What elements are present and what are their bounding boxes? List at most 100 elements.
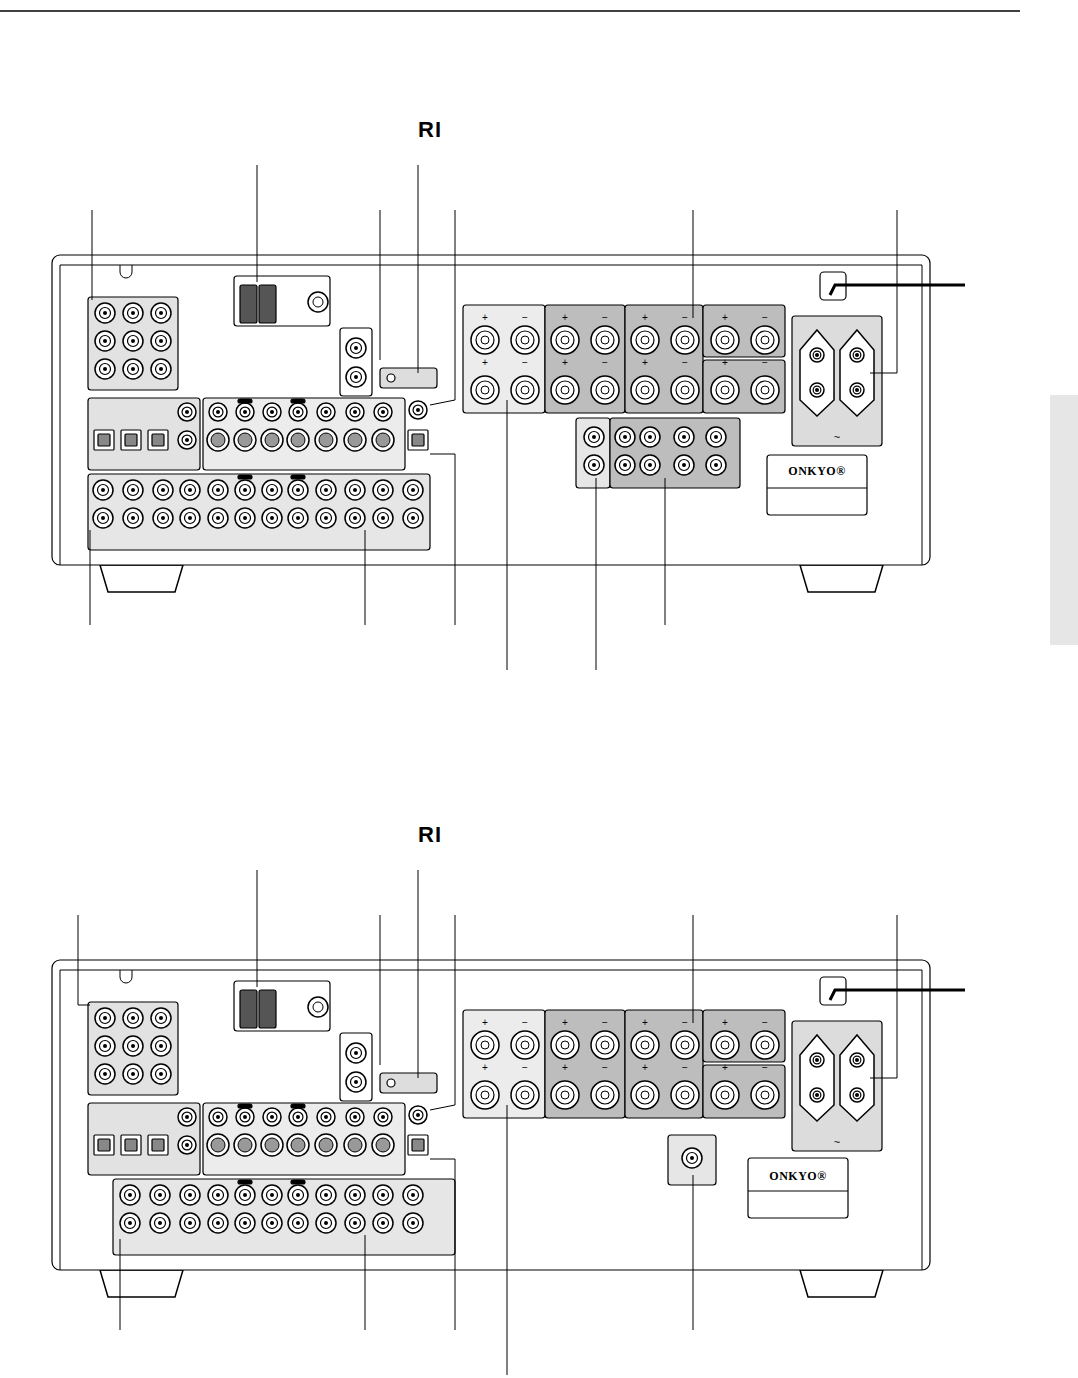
polarity-mark: − — [602, 358, 608, 368]
rca-jack-pin — [243, 410, 247, 414]
rca-jack — [209, 1108, 227, 1126]
rca-jack — [373, 1213, 393, 1233]
rca-jack-ring — [98, 513, 109, 524]
rca-jack — [373, 1185, 393, 1205]
rca-jack-pin — [324, 516, 328, 520]
rca-jack — [706, 455, 726, 475]
rca-jack-pin — [411, 1221, 415, 1225]
rca-jack-pin — [354, 1080, 358, 1084]
binding-post-cap — [596, 1036, 614, 1054]
f-connector — [308, 292, 328, 312]
binding-post — [511, 376, 539, 404]
rca-jack — [208, 1213, 228, 1233]
rca-jack-pin — [185, 1143, 189, 1147]
rca-jack-pin — [296, 410, 300, 414]
optical-jack-port — [125, 434, 137, 446]
leader-line — [418, 870, 419, 1078]
rca-jack-pin — [296, 516, 300, 520]
page-rule — [0, 10, 1020, 12]
binding-post-cap — [596, 331, 614, 349]
rca-jack-ring — [128, 1013, 139, 1024]
rca-jack — [810, 348, 824, 362]
speaker-block — [703, 305, 785, 357]
binding-post-hole — [721, 336, 729, 344]
rca-jack-ring — [240, 1112, 250, 1122]
rca-jack — [93, 508, 113, 528]
rca-jack-ring — [321, 407, 331, 417]
binding-post — [471, 1031, 499, 1059]
video-block — [203, 398, 405, 470]
binding-post — [591, 376, 619, 404]
binding-post — [631, 326, 659, 354]
rca-jack — [317, 1108, 335, 1126]
binding-post-cap — [556, 1086, 574, 1104]
rca-jack-pin — [159, 339, 163, 343]
rca-jack-ring — [351, 343, 362, 354]
jack-marker — [291, 1104, 305, 1108]
rca-jack — [235, 508, 255, 528]
rca-jack-pin — [159, 1072, 163, 1076]
rca-jack-pin — [243, 1221, 247, 1225]
polarity-mark: + — [642, 358, 648, 368]
rca-jack-ring — [185, 1190, 196, 1201]
rca-jack-ring — [711, 432, 722, 443]
rca-jack-pin — [381, 410, 385, 414]
binding-post-cap — [756, 331, 774, 349]
rca-jack — [810, 383, 824, 397]
polarity-mark: + — [562, 1063, 568, 1073]
rca-jack-pin — [131, 339, 135, 343]
rca-jack-pin — [354, 346, 358, 350]
polarity-mark: + — [642, 1018, 648, 1028]
optical-jack-port — [152, 1139, 164, 1151]
polarity-mark: + — [562, 313, 568, 323]
rca-jack-ring — [408, 513, 419, 524]
binding-post — [751, 1031, 779, 1059]
rca-jack — [374, 403, 392, 421]
rca-jack-ring — [100, 1013, 111, 1024]
ri-jack-plate — [380, 1073, 437, 1093]
s-video-jack-core — [376, 1138, 390, 1152]
rca-jack — [123, 508, 143, 528]
polarity-mark: + — [562, 1018, 568, 1028]
rca-jack-ring — [853, 386, 861, 394]
rca-jack-pin — [159, 367, 163, 371]
jack-block — [88, 297, 178, 390]
rca-jack-ring — [213, 1112, 223, 1122]
rca-jack-pin — [216, 410, 220, 414]
antenna-block — [234, 981, 330, 1031]
rca-jack-ring — [128, 485, 139, 496]
binding-post-cap — [476, 331, 494, 349]
binding-post-cap — [556, 381, 574, 399]
rca-jack — [180, 508, 200, 528]
rca-jack-ring — [240, 1190, 251, 1201]
rca-jack — [403, 1185, 423, 1205]
foot — [100, 565, 183, 592]
leader-line — [430, 210, 455, 405]
rca-jack-pin — [855, 388, 859, 392]
rca-jack-pin — [648, 463, 652, 467]
rca-jack-ring — [350, 513, 361, 524]
rca-jack — [374, 1108, 392, 1126]
binding-post-hole — [601, 1091, 609, 1099]
rca-jack — [706, 427, 726, 447]
binding-post-hole — [641, 386, 649, 394]
rca-jack-pin — [131, 367, 135, 371]
pre-out-block — [610, 418, 740, 488]
binding-post-hole — [641, 1041, 649, 1049]
rca-jack-ring — [378, 1190, 389, 1201]
optical-jack — [148, 1135, 168, 1155]
leader-line — [870, 210, 897, 373]
rca-jack — [235, 1185, 255, 1205]
binding-post-hole — [521, 336, 529, 344]
rca-jack — [346, 367, 366, 387]
rca-jack-ring — [158, 485, 169, 496]
rca-jack-ring — [351, 372, 362, 383]
rca-jack-pin — [103, 1016, 107, 1020]
binding-post-cap — [516, 381, 534, 399]
rca-jack-ring — [267, 1218, 278, 1229]
binding-post — [631, 1031, 659, 1059]
polarity-mark: + — [482, 1063, 488, 1073]
rca-jack-pin — [270, 488, 274, 492]
speaker-block — [703, 1010, 785, 1062]
binding-post — [551, 376, 579, 404]
